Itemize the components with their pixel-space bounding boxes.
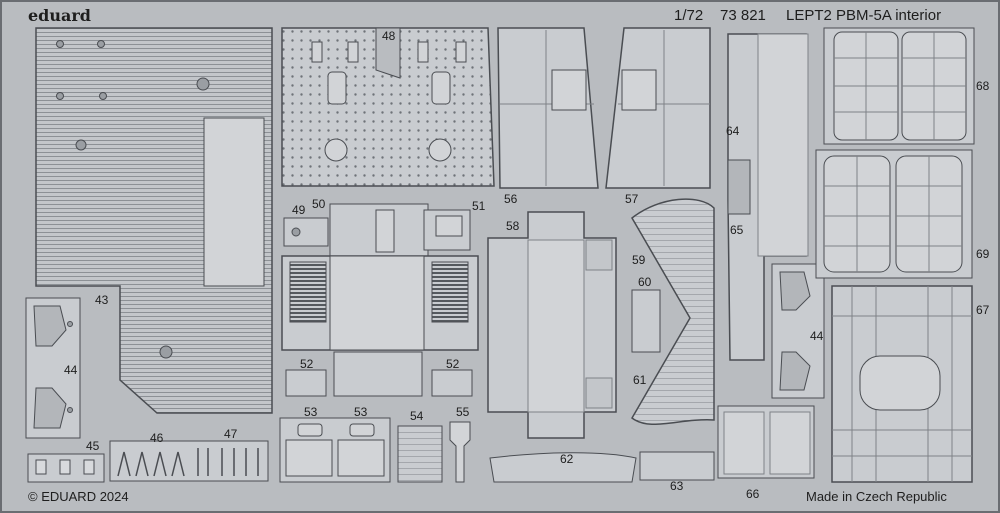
- part-64-65-column: [727, 33, 809, 361]
- part-number-46: 46: [150, 431, 164, 445]
- part-52-block: [281, 255, 479, 397]
- part-number-68: 68: [976, 79, 990, 93]
- part-number-52-right: 52: [446, 357, 460, 371]
- part-number-52-left: 52: [300, 357, 314, 371]
- part-number-67: 67: [976, 303, 990, 317]
- part-number-57: 57: [625, 192, 639, 206]
- part-number-45: 45: [86, 439, 100, 453]
- header-set-number: 73 821: [720, 7, 766, 24]
- part-56-57-panels: [497, 27, 711, 189]
- part-number-62: 62: [560, 452, 574, 466]
- header-title: LEPT2 PBM-5A interior: [786, 7, 942, 24]
- part-number-50: 50: [312, 197, 326, 211]
- part-48-panel: [281, 27, 495, 187]
- part-44-right-brackets: [771, 263, 825, 399]
- part-59-61-curved: [631, 198, 715, 425]
- part-44-left-brackets: [25, 297, 81, 439]
- part-53-54-55: [279, 417, 471, 483]
- part-46-47-rungs: [109, 440, 269, 482]
- part-67-floor: [831, 285, 973, 483]
- part-number-53-left: 53: [304, 405, 318, 419]
- brand-logo: eduard: [28, 6, 91, 25]
- part-number-49: 49: [292, 203, 306, 217]
- part-49-50-51: [283, 203, 471, 257]
- part-number-61: 61: [633, 373, 647, 387]
- part-number-65: 65: [730, 223, 744, 237]
- part-number-66: 66: [746, 487, 760, 501]
- part-number-47: 47: [224, 427, 238, 441]
- footer-copyright: © EDUARD 2024: [28, 489, 129, 504]
- part-number-60: 60: [638, 275, 652, 289]
- part-45: [27, 453, 105, 483]
- part-number-54: 54: [410, 409, 424, 423]
- part-68-windows: [823, 27, 975, 145]
- part-number-44-right: 44: [810, 329, 824, 343]
- part-number-51: 51: [472, 199, 486, 213]
- part-number-43: 43: [95, 293, 109, 307]
- part-number-63: 63: [670, 479, 684, 493]
- part-number-59: 59: [632, 253, 646, 267]
- part-number-55: 55: [456, 405, 470, 419]
- part-number-53-right: 53: [354, 405, 368, 419]
- part-69-windows: [815, 149, 973, 279]
- part-number-64: 64: [726, 124, 740, 138]
- part-number-56: 56: [504, 192, 518, 206]
- part-62-63: [489, 451, 715, 483]
- part-number-58: 58: [506, 219, 520, 233]
- part-43-floor: [35, 27, 273, 414]
- part-number-69: 69: [976, 247, 990, 261]
- footer-origin: Made in Czech Republic: [806, 489, 947, 504]
- part-number-48: 48: [382, 29, 396, 43]
- part-58-floor-frame: [487, 211, 617, 439]
- header-scale: 1/72: [674, 7, 704, 24]
- part-66: [717, 405, 815, 479]
- part-number-44-left: 44: [64, 363, 78, 377]
